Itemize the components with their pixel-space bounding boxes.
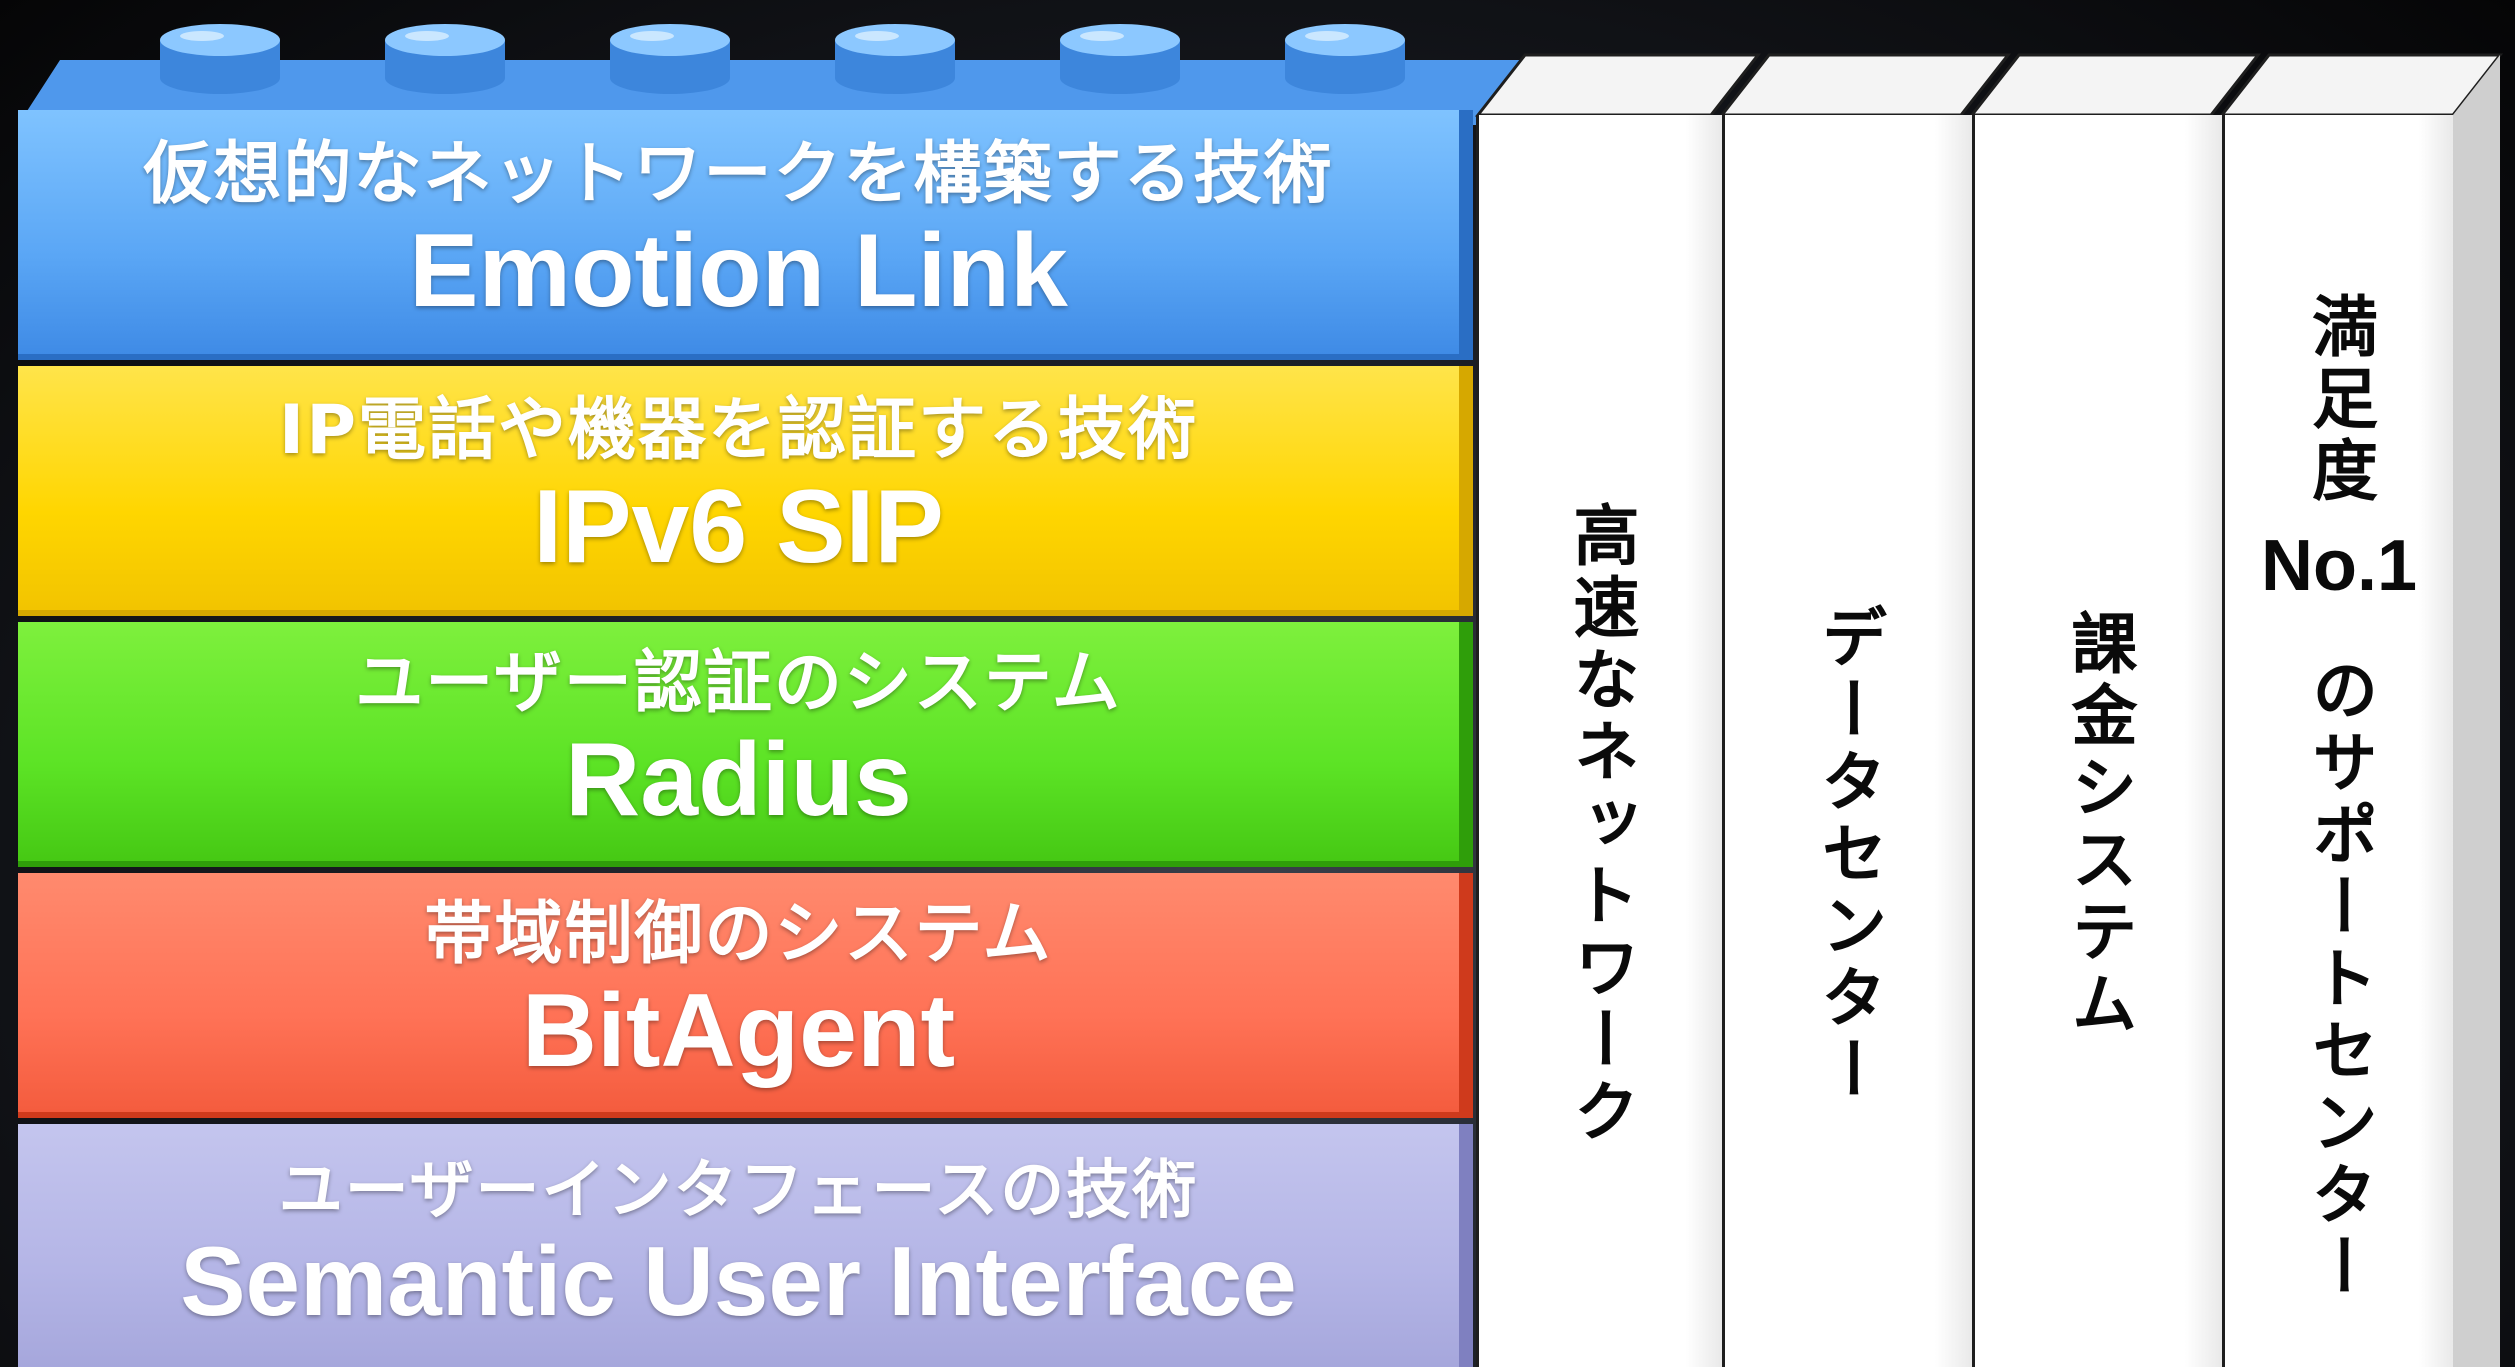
layer-subtitle: 帯域制御のシステム — [424, 895, 1053, 975]
layer-title: IPv6 SIP — [533, 468, 944, 585]
pillar-label: 高速なネットワーク — [1562, 501, 1640, 1149]
layer-radius: ユーザー認証のシステム Radius — [18, 622, 1473, 867]
layer-subtitle: IP電話や機器を認証する技術 — [278, 390, 1199, 470]
pillar-datacenter: データセンター — [1722, 115, 1972, 1367]
layer-emotion-link: 仮想的なネットワークを構築する技術 Emotion Link — [18, 110, 1473, 360]
pillar-network: 高速なネットワーク — [1476, 115, 1722, 1367]
layer-semantic-ui: ユーザーインタフェースの技術 Semantic User Interface — [18, 1124, 1473, 1367]
pillar-label-top: 満足度 — [2301, 292, 2378, 508]
layer-subtitle: ユーザー認証のシステム — [355, 644, 1122, 724]
layer-bitagent: 帯域制御のシステム BitAgent — [18, 873, 1473, 1118]
pillar-side-face — [2453, 115, 2500, 1367]
layer-title: BitAgent — [521, 973, 956, 1090]
lego-stud — [610, 24, 730, 94]
layer-ipv6-sip: IP電話や機器を認証する技術 IPv6 SIP — [18, 366, 1473, 616]
pillar-billing: 課金システム — [1972, 115, 2222, 1367]
layer-title: Emotion Link — [409, 212, 1068, 329]
pillar-label: データセンター — [1810, 603, 1888, 1107]
lego-stud — [160, 24, 280, 94]
layer-title: Radius — [565, 722, 912, 839]
lego-studs — [18, 24, 1540, 125]
pillar-label-bottom: のサポートセンター — [2301, 656, 2378, 1304]
pillar-tops — [1474, 53, 2504, 140]
layer-subtitle: 仮想的なネットワークを構築する技術 — [143, 134, 1334, 214]
pillar-label-mid: No.1 — [2260, 526, 2418, 606]
lego-stud — [385, 24, 505, 94]
layer-title: Semantic User Interface — [180, 1226, 1297, 1337]
pillar-support: 満足度 No.1 のサポートセンター — [2222, 115, 2453, 1367]
lego-stud — [835, 24, 955, 94]
lego-stud — [1285, 24, 1405, 94]
lego-stud — [1060, 24, 1180, 94]
layer-subtitle: ユーザーインタフェースの技術 — [278, 1153, 1199, 1228]
pillar-label: 課金システム — [2060, 609, 2138, 1041]
